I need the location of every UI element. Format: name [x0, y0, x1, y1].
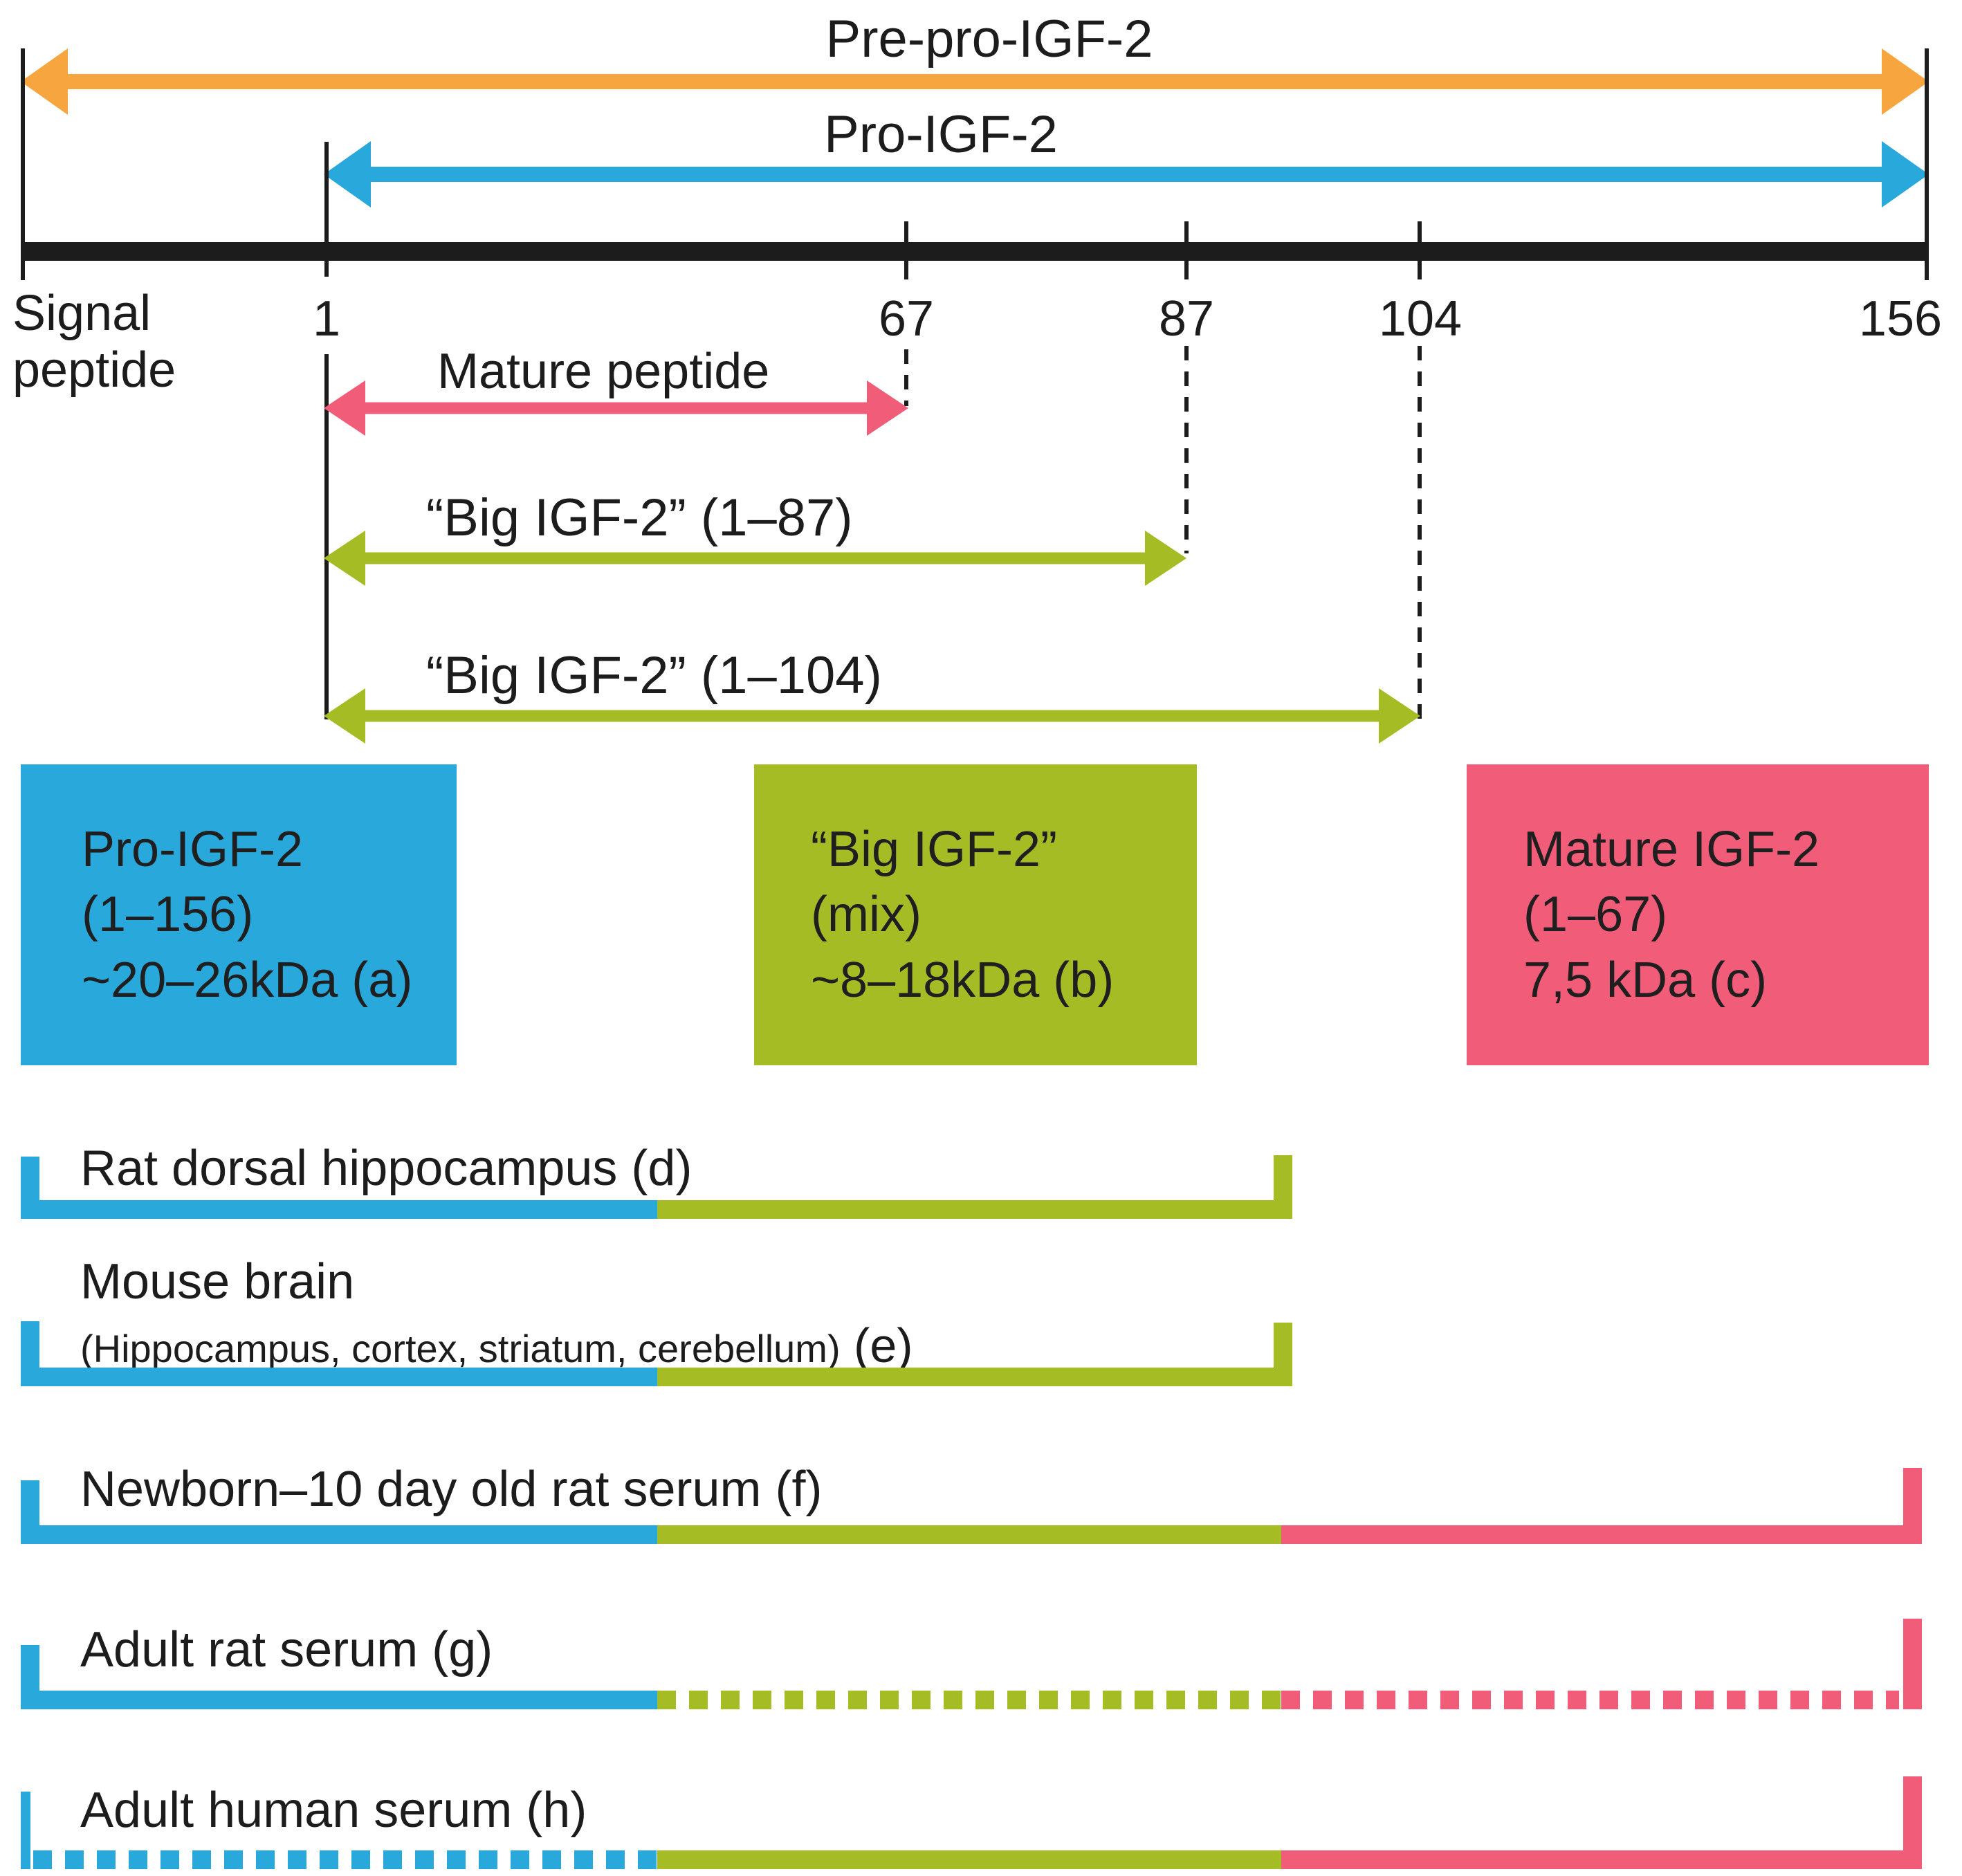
segment-pro-igf2 [21, 1368, 657, 1386]
residue-axis-bar [21, 242, 1929, 261]
axis-tick-104 [1418, 221, 1422, 279]
bar-end-tick [1903, 1468, 1922, 1544]
sample-label-h: Adult human serum (h) [80, 1783, 587, 1838]
box-line: 7,5 kDa (c) [1523, 952, 1768, 1008]
arrowhead-right-icon [1379, 688, 1420, 744]
box-line: (mix) [811, 887, 922, 943]
box-line: (1–67) [1523, 887, 1668, 943]
dashed-guide-87 [1184, 346, 1189, 553]
segment-pro-igf2-dashed [33, 1850, 657, 1869]
box-line: ~20–26kDa (a) [82, 952, 413, 1008]
dashed-guide-67 [904, 349, 908, 406]
bar-end-tick [1903, 1776, 1922, 1869]
sample-label-d: Rat dorsal hippocampus (d) [80, 1141, 693, 1196]
bar-end-tick [1903, 1619, 1922, 1709]
big-igf2-1-104-range-arrow [324, 685, 1420, 747]
pro-igf2-range-arrow [324, 140, 1929, 209]
axis-tick-87 [1184, 221, 1189, 279]
pre-pro-igf2-label: Pre-pro-IGF-2 [825, 10, 1153, 68]
segment-pro-igf2 [21, 1691, 657, 1709]
mature-peptide-label: Mature peptide [437, 344, 770, 399]
segment-big-igf2 [657, 1525, 1281, 1544]
box-line: Pro-IGF-2 [82, 822, 304, 878]
bar-start-tick [21, 1792, 30, 1869]
pre-pro-igf2-range-arrow [21, 47, 1929, 116]
arrowhead-right-icon [1145, 531, 1186, 586]
pro-igf2-box: Pro-IGF-2 (1–156) ~20–26kDa (a) [21, 764, 457, 1065]
arrow-shaft [360, 167, 1893, 182]
big-igf2-1-87-label: “Big IGF-2” (1–87) [426, 488, 853, 547]
big-igf2-1-104-label: “Big IGF-2” (1–104) [426, 646, 882, 705]
segment-mature-igf2-dashed [1281, 1691, 1899, 1709]
bar-end-tick [1274, 1323, 1292, 1386]
box-line: ~8–18kDa (b) [811, 952, 1115, 1008]
axis-label-104: 104 [1378, 291, 1463, 347]
arrow-shaft [356, 710, 1388, 722]
segment-pro-igf2 [21, 1200, 657, 1219]
box-line: Mature IGF-2 [1523, 822, 1820, 878]
axis-endline-signal [21, 48, 25, 280]
arrow-shaft [356, 552, 1155, 564]
axis-tick-1-upper [324, 142, 329, 277]
arrow-shaft [356, 402, 877, 414]
box-line: (1–156) [82, 887, 254, 943]
mature-peptide-range-arrow [324, 377, 908, 439]
segment-mature-igf2 [1281, 1850, 1922, 1869]
arrow-shaft [57, 74, 1893, 89]
segment-big-igf2-dashed [657, 1691, 1281, 1709]
arrowhead-right-icon [1882, 141, 1929, 208]
sample-label-e: Mouse brain [80, 1254, 355, 1309]
segment-mature-igf2 [1281, 1525, 1922, 1544]
box-line: “Big IGF-2” [811, 822, 1058, 878]
segment-big-igf2 [657, 1850, 1281, 1869]
segment-pro-igf2 [21, 1525, 657, 1544]
axis-tick-67 [904, 221, 908, 279]
big-igf2-1-87-range-arrow [324, 527, 1186, 589]
sample-label-g: Adult rat serum (g) [80, 1622, 493, 1677]
sample-sublabel-e: (Hippocampus, cortex, striatum, cerebell… [80, 1318, 913, 1372]
arrowhead-right-icon [867, 380, 908, 436]
mature-igf2-box: Mature IGF-2 (1–67) 7,5 kDa (c) [1467, 764, 1929, 1065]
big-igf2-box: “Big IGF-2” (mix) ~8–18kDa (b) [754, 764, 1197, 1065]
pro-igf2-label: Pro-IGF-2 [824, 105, 1058, 164]
axis-endline-156 [1925, 48, 1929, 280]
arrowhead-right-icon [1882, 48, 1929, 115]
signal-peptide-label: Signal peptide [12, 286, 176, 398]
bar-end-tick [1274, 1155, 1292, 1219]
segment-big-igf2 [657, 1200, 1292, 1219]
axis-label-87: 87 [1158, 291, 1215, 347]
axis-label-1: 1 [312, 291, 341, 347]
axis-label-67: 67 [878, 291, 935, 347]
segment-big-igf2 [657, 1368, 1292, 1386]
sample-label-f: Newborn–10 day old rat serum (f) [80, 1462, 823, 1517]
axis-label-156: 156 [1858, 291, 1943, 347]
dashed-guide-104 [1418, 346, 1422, 723]
